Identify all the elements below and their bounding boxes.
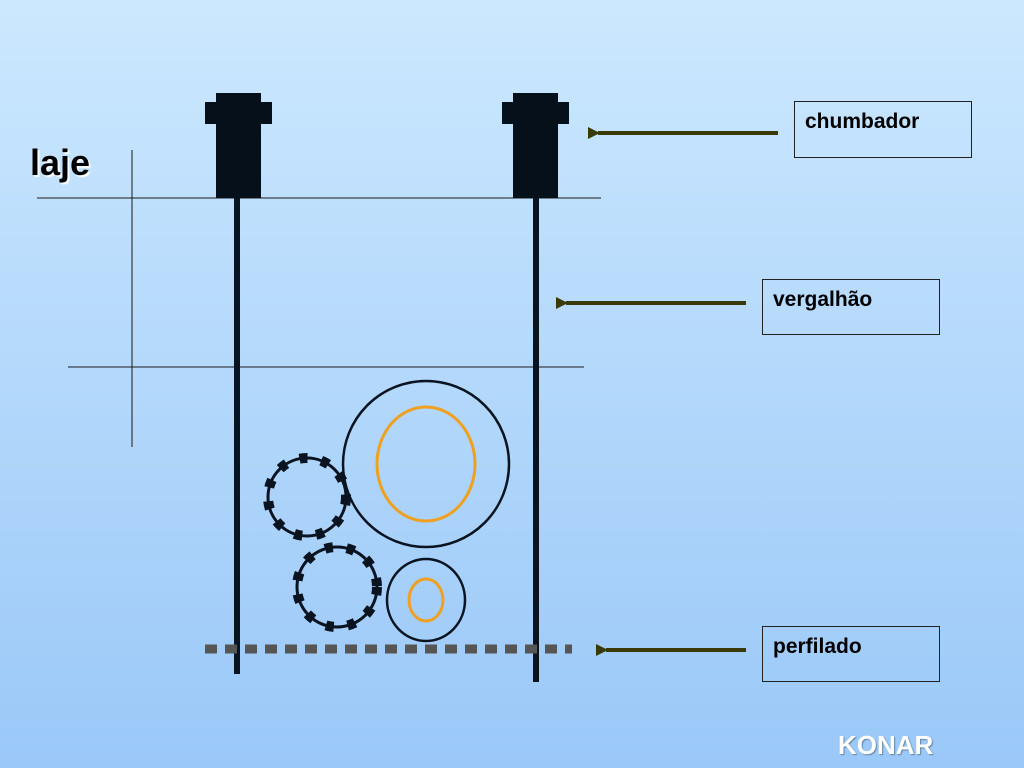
anchor-left	[205, 93, 272, 198]
large-cable-inner	[375, 405, 477, 523]
vergalhao-label: vergalhão	[773, 288, 873, 311]
perfilado-label-box: perfilado	[762, 626, 940, 682]
vergalhao-label-box: vergalhão	[762, 279, 940, 335]
armored-cable-lower-armor	[292, 542, 382, 632]
chumbador-label-box: chumbador	[794, 101, 972, 158]
small-cable-outer	[385, 557, 467, 643]
large-cable-outer	[341, 379, 511, 549]
slab-lines	[37, 150, 601, 447]
laje-label: laje	[30, 142, 91, 183]
chumbador-label: chumbador	[805, 110, 920, 133]
brand-logo-text: KONAR	[838, 730, 934, 760]
armored-cable-upper-armor	[263, 453, 351, 541]
anchor-right	[502, 93, 569, 198]
small-cable-inner	[407, 577, 445, 623]
perfilado-label: perfilado	[773, 635, 862, 658]
